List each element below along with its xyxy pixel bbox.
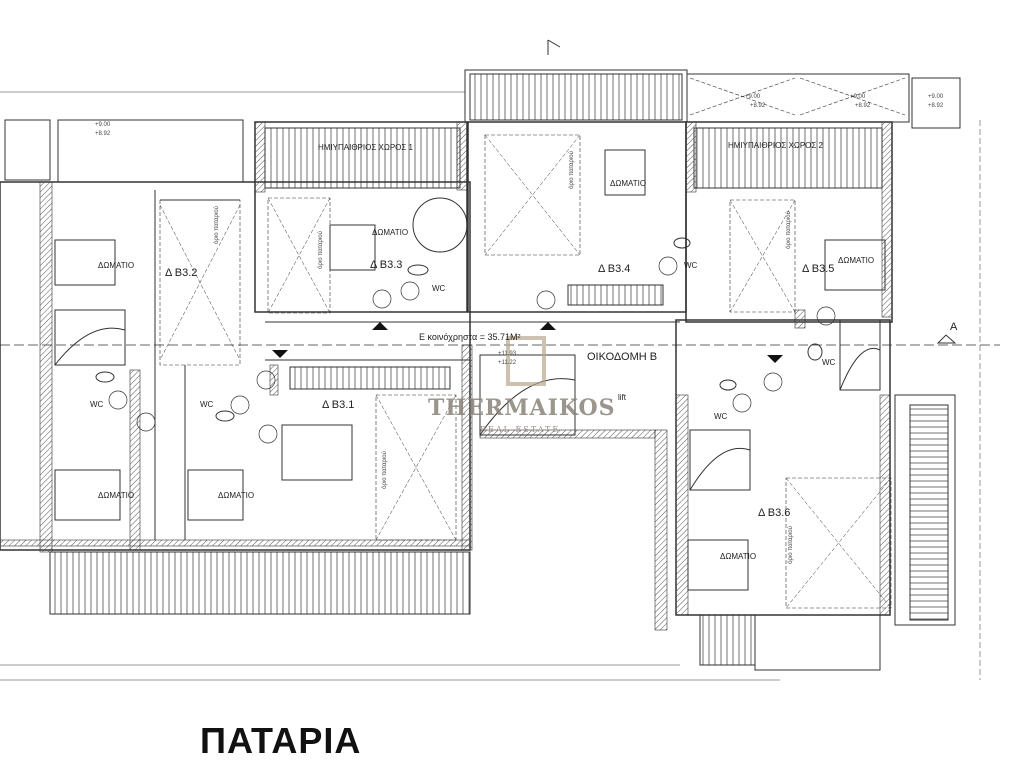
room-label: ΔΩΜΑΤΙΟ [218, 491, 254, 500]
wc-label: WC [200, 400, 214, 409]
watermark-name: THERMAIKOS [428, 395, 616, 421]
page-title: ΠΑΤΑΡΙΑ [200, 720, 362, 761]
stair-direction-arrows [272, 322, 783, 363]
room-label: ΔΩΜΑΤΙΟ [98, 491, 134, 500]
semi-outdoor-1-label: ΗΜΙΥΠΑΙΘΡΙΟΣ ΧΩΡΟΣ 1 [318, 143, 414, 152]
wc-label: WC [90, 400, 104, 409]
stair-level-top: +11.93 [498, 351, 517, 357]
semi-outdoor-2-label: ΗΜΙΥΠΑΙΘΡΙΟΣ ΧΩΡΟΣ 2 [728, 141, 824, 150]
building-label: ΟΙΚΟΔΟΜΗ Β [587, 351, 657, 363]
level-bottom: +8.92 [855, 103, 871, 109]
level-bottom: +8.92 [95, 131, 111, 137]
stair-level-bottom: +11.22 [498, 360, 517, 366]
common-area-label: Ε κοινόχρηστα = 35.71Μ² [419, 332, 520, 342]
wc-label: WC [714, 412, 728, 421]
unit-b3-6-label: Δ Β3.6 [758, 507, 790, 519]
section-mark-label: A [950, 321, 958, 333]
wc-label: WC [684, 261, 698, 270]
room-label: ΔΩΜΑΤΙΟ [98, 261, 134, 270]
unit-b3-4-label: Δ Β3.4 [598, 263, 630, 275]
room-label: ΔΩΜΑΤΙΟ [720, 552, 756, 561]
loft-limit-label: όριο παταριού [568, 151, 575, 189]
room-label: ΔΩΜΑΤΙΟ [838, 256, 874, 265]
level-bottom: +8.92 [750, 103, 766, 109]
unit-b3-3-label: Δ Β3.3 [370, 259, 402, 271]
watermark-tagline: REAL ESTATE [480, 425, 560, 434]
level-top: +9.00 [95, 122, 111, 128]
unit-b3-2-label: Δ Β3.2 [165, 267, 197, 279]
loft-limit-label: όριο παταριού [381, 451, 388, 489]
level-top: +9.00 [928, 94, 944, 100]
loft-limit-label: όριο παταριού [785, 211, 792, 249]
walls [0, 39, 1000, 681]
loft-limit-label: όριο παταριού [787, 526, 794, 564]
unit-b3-1-label: Δ Β3.1 [322, 399, 354, 411]
room-label: ΔΩΜΑΤΙΟ [372, 228, 408, 237]
level-top: +9.00 [745, 94, 761, 100]
watermark-logo [506, 336, 546, 386]
wc-label: WC [822, 358, 836, 367]
loft-limit-label: όριο παταριού [213, 206, 220, 244]
loft-limit-label: όριο παταριού [317, 231, 324, 269]
level-top: +9.00 [850, 94, 866, 100]
wc-label: WC [432, 284, 446, 293]
level-bottom: +8.92 [928, 103, 944, 109]
unit-b3-5-label: Δ Β3.5 [802, 263, 834, 275]
room-label: ΔΩΜΑΤΙΟ [610, 179, 646, 188]
lift-label: lift [618, 393, 627, 402]
